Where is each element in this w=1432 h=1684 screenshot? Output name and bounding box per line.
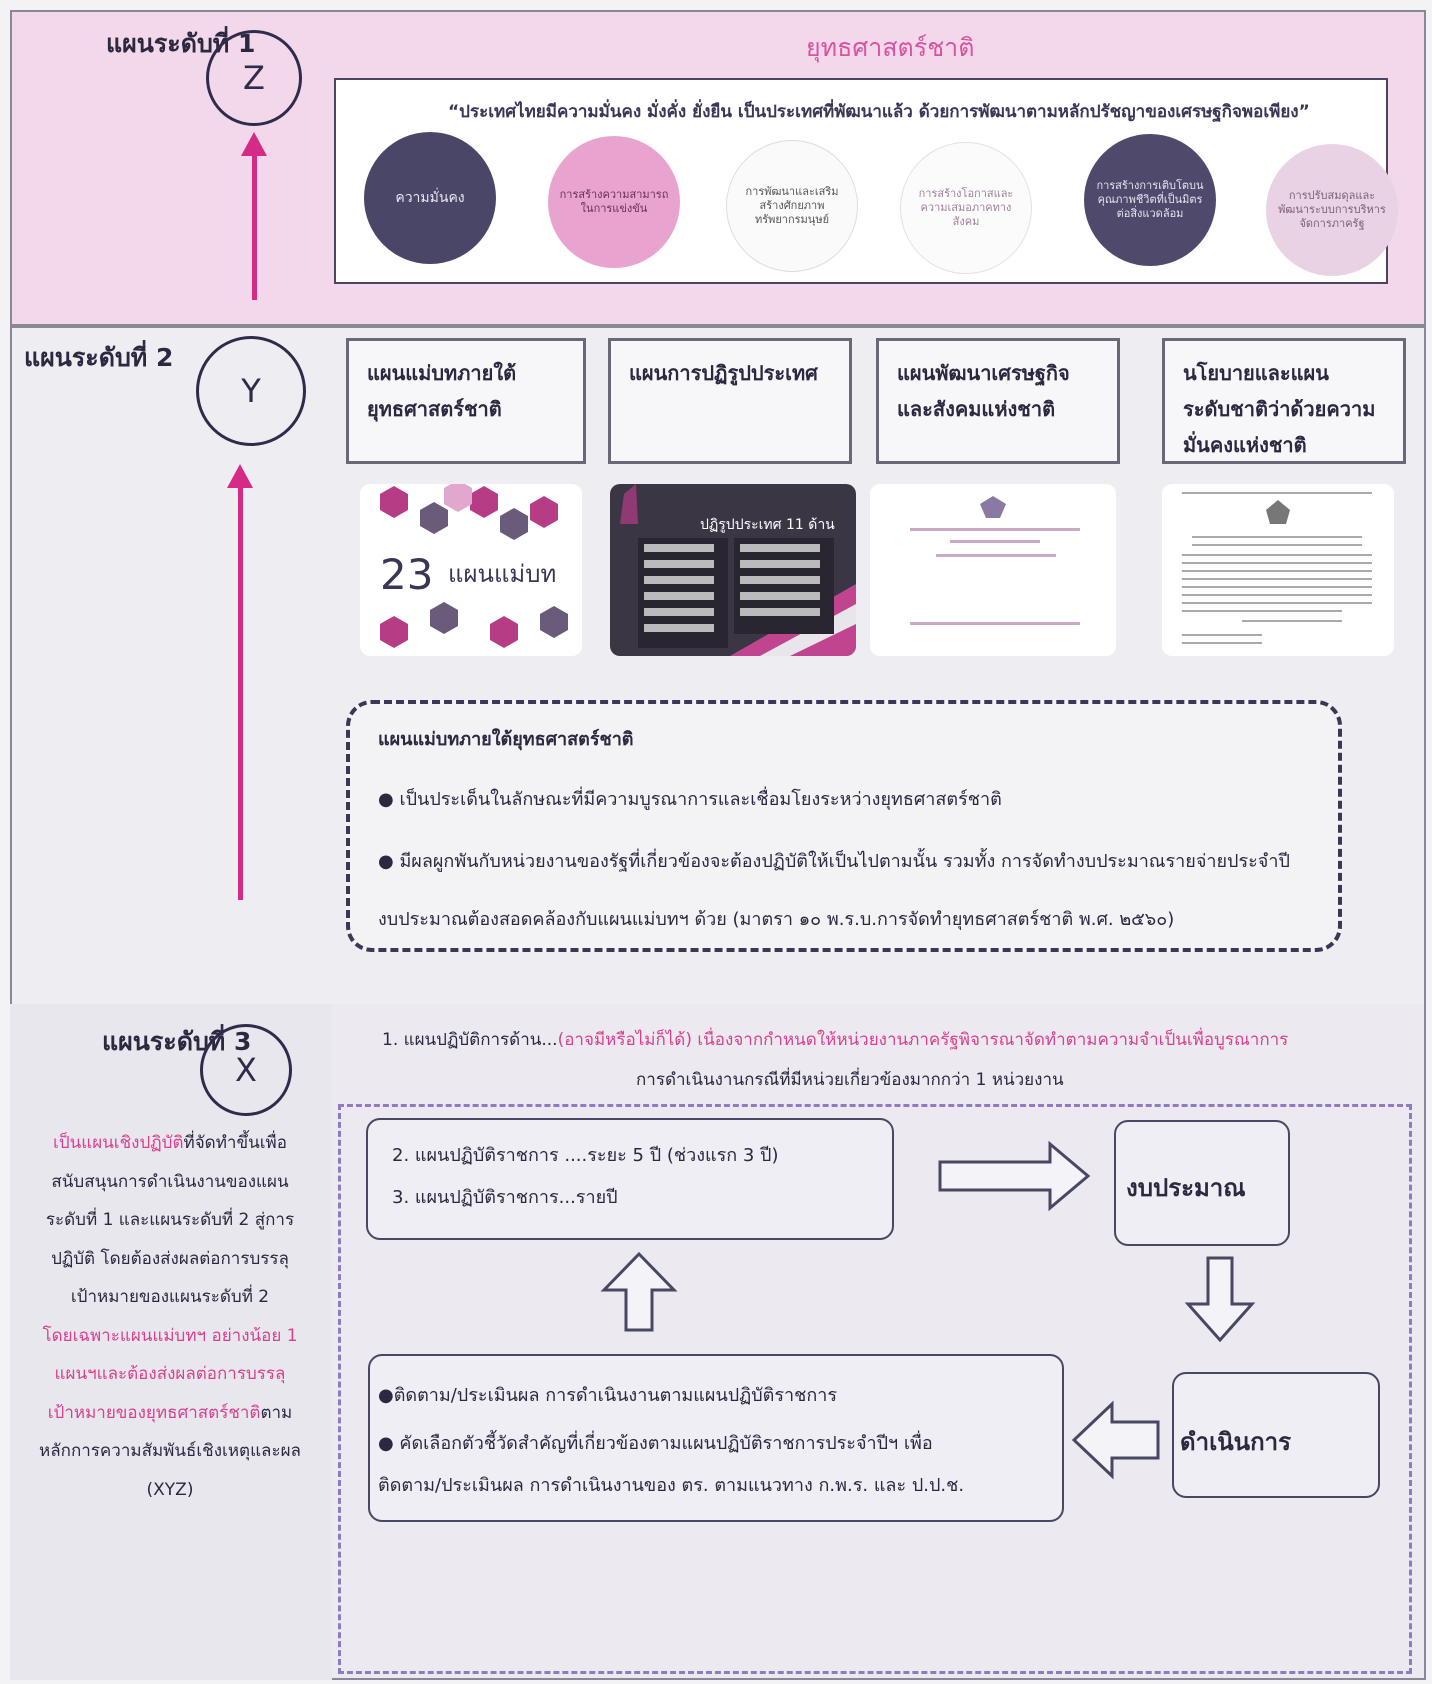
strategy-disc-2: การสร้างความสามารถในการแข่งขัน <box>548 136 680 268</box>
description-bullet-1: ● เป็นประเด็นในลักษณะที่มีความบูรณาการแล… <box>378 784 1002 813</box>
document-icon <box>910 496 1080 625</box>
note-1: 1. แผนปฏิบัติการด้าน...(อาจมีหรือไม่ก็ได… <box>382 1026 1288 1053</box>
level1-circle: Z <box>206 30 302 126</box>
desc-line-10: (XYZ) <box>146 1479 194 1500</box>
note-1-pink: (อาจมีหรือไม่ก็ได้) เนื่องจากกำหนดให้หน่… <box>557 1030 1289 1050</box>
budget-box <box>1114 1120 1290 1246</box>
desc-line-5: เป้าหมายของแผนระดับที่ 2 <box>70 1287 270 1307</box>
strategy-label-3: การพัฒนาและเสริมสร้างศักยภาพทรัพยากรมนุษ… <box>745 184 839 227</box>
desc-line-8-rest: ตาม <box>260 1402 293 1423</box>
plan-box-security-line2: ระดับชาติว่าด้วยความ <box>1183 397 1376 421</box>
plan-box-master: แผนแม่บทภายใต้ ยุทธศาสตร์ชาติ <box>346 338 586 464</box>
desc-line-9: หลักการความสัมพันธ์เชิงเหตุและผล <box>39 1441 301 1461</box>
strategy-label-2: การสร้างความสามารถในการแข่งขัน <box>559 187 669 215</box>
strategy-label-4: การสร้างโอกาสและความเสมอภาคทางสังคม <box>918 186 1014 229</box>
plan-box-economic-line1: แผนพัฒนาเศรษฐกิจ <box>897 361 1070 385</box>
strategy-disc-4: การสร้างโอกาสและความเสมอภาคทางสังคม <box>900 142 1032 274</box>
strategy-disc-3: การพัฒนาและเสริมสร้างศักยภาพทรัพยากรมนุษ… <box>726 140 858 272</box>
plan-box-security-line1: นโยบายและแผน <box>1183 361 1329 385</box>
plan-box-reform-line1: แผนการปฏิรูปประเทศ <box>629 361 818 385</box>
monitor-line-3: ติดตาม/ประเมินผล การดำเนินงานของ ตร. ตาม… <box>378 1475 965 1496</box>
bullet-icon: ● <box>378 789 400 810</box>
hexagon-pattern-icon <box>380 484 568 648</box>
vision-text: “ประเทศไทยมีความมั่นคง มั่งคั่ง ยั่งยืน … <box>448 102 1310 122</box>
monitor-line-2: ● คัดเลือกตัวชี้วัดสำคัญที่เกี่ยวข้องตาม… <box>378 1433 933 1454</box>
strategy-disc-6: การปรับสมดุลและพัฒนาระบบการบริหารจัดการภ… <box>1266 144 1398 276</box>
level3-left-panel <box>10 1004 332 1680</box>
level2-title: แผนระดับที่ 2 <box>24 343 174 372</box>
level3-circle: X <box>200 1024 292 1116</box>
thumb-security-doc <box>1162 484 1394 656</box>
desc-line-1-rest: ที่จัดทำขึ้นเพื่อ <box>183 1133 287 1153</box>
arrow-to-z-line <box>252 150 257 300</box>
plan-box-economic-line2: และสังคมแห่งชาติ <box>897 397 1056 421</box>
plan-3-text: 3. แผนปฏิบัติราชการ...รายปี <box>392 1187 618 1208</box>
thumb-reform: ปฏิรูปประเทศ 11 ด้าน <box>610 484 856 656</box>
plan-box-security-line3: มั่นคงแห่งชาติ <box>1183 433 1307 457</box>
desc-line-1-pink: เป็นแผนเชิงปฏิบัติ <box>53 1133 184 1153</box>
description-line-3: งบประมาณต้องสอดคล้องกับแผนแม่บทฯ ด้วย (ม… <box>378 909 1175 930</box>
thumb-master-plan: 23 แผนแม่บท <box>360 484 582 656</box>
plan-box-economic: แผนพัฒนาเศรษฐกิจ และสังคมแห่งชาติ <box>876 338 1120 464</box>
operate-box <box>1172 1372 1380 1498</box>
thumb1-label: แผนแม่บท <box>448 560 557 588</box>
plan-box-reform: แผนการปฏิรูปประเทศ <box>608 338 852 464</box>
strategy-disc-1: ความมั่นคง <box>364 132 496 264</box>
level3-description: เป็นแผนเชิงปฏิบัติที่จัดทำขึ้นเพื่อ สนับ… <box>18 1124 322 1509</box>
desc-line-2: สนับสนุนการดำเนินงานของแผน <box>51 1171 289 1192</box>
desc-line-6: โดยเฉพาะแผนแม่บทฯ อย่างน้อย 1 <box>42 1325 298 1346</box>
monitor-line-1: ●ติดตาม/ประเมินผล การดำเนินงานตามแผนปฏิบ… <box>378 1385 838 1406</box>
process-container <box>338 1104 1412 1674</box>
strategy-disc-5: การสร้างการเติบโตบนคุณภาพชีวิตที่เป็นมิต… <box>1084 134 1216 266</box>
announcement-document-icon <box>1182 492 1372 644</box>
note-1-black: 1. แผนปฏิบัติการด้าน... <box>382 1030 558 1050</box>
master-plan-description-box <box>346 700 1342 952</box>
arrow-down-icon <box>1184 1256 1256 1343</box>
monitor-box <box>368 1354 1064 1522</box>
plan-box-master-line1: แผนแม่บทภายใต้ <box>367 361 517 385</box>
operate-label: ดำเนินการ <box>1180 1428 1291 1456</box>
budget-label: งบประมาณ <box>1126 1174 1246 1202</box>
strategy-label-1: ความมั่นคง <box>395 189 465 206</box>
desc-line-7: แผนฯและต้องส่งผลต่อการบรรลุ <box>54 1364 286 1384</box>
strategy-label-5: การสร้างการเติบโตบนคุณภาพชีวิตที่เป็นมิต… <box>1096 178 1204 221</box>
desc-line-3: ระดับที่ 1 และแผนระดับที่ 2 สู่การ <box>45 1210 295 1230</box>
arrow-left-icon <box>1071 1400 1160 1480</box>
plan-2-text: 2. แผนปฏิบัติราชการ ....ระยะ 5 ปี (ช่วงแ… <box>392 1145 779 1166</box>
arrow-to-y-head <box>227 464 253 488</box>
desc-line-8: เป้าหมายของยุทธศาสตร์ชาติตาม <box>18 1394 322 1433</box>
arrow-right-icon <box>938 1140 1091 1212</box>
description-bullet-2: ● มีผลผูกพันกับหน่วยงานของรัฐที่เกี่ยวข้… <box>378 846 1290 875</box>
thumb-economic-doc <box>870 484 1116 656</box>
strategy-title: ยุทธศาสตร์ชาติ <box>806 33 975 62</box>
thumb1-number: 23 <box>380 550 434 599</box>
arrow-to-z-head <box>241 132 267 156</box>
thumb2-label: ปฏิรูปประเทศ 11 ด้าน <box>700 517 835 533</box>
desc-line-1: เป็นแผนเชิงปฏิบัติที่จัดทำขึ้นเพื่อ <box>18 1124 322 1163</box>
description-bullet-1-text: เป็นประเด็นในลักษณะที่มีความบูรณาการและเ… <box>399 789 1002 810</box>
description-title: แผนแม่บทภายใต้ยุทธศาสตร์ชาติ <box>378 729 634 750</box>
note-1-continued: การดำเนินงานกรณีที่มีหน่วยเกี่ยวข้องมากก… <box>636 1070 1064 1090</box>
arrow-to-y-line <box>238 486 243 900</box>
level2-circle: Y <box>196 336 306 446</box>
arrow-up-icon <box>600 1251 678 1332</box>
plan-box-security: นโยบายและแผน ระดับชาติว่าด้วยความ มั่นคง… <box>1162 338 1406 464</box>
desc-line-4: ปฏิบัติ โดยต้องส่งผลต่อการบรรลุ <box>51 1248 289 1269</box>
bullet-icon: ● <box>378 851 400 872</box>
strategy-label-6: การปรับสมดุลและพัฒนาระบบการบริหารจัดการภ… <box>1278 188 1386 231</box>
action-plan-box <box>366 1118 894 1240</box>
description-bullet-2-text: มีผลผูกพันกับหน่วยงานของรัฐที่เกี่ยวข้อง… <box>399 851 1290 872</box>
reform-graphic-icon <box>610 484 856 656</box>
plan-box-master-line2: ยุทธศาสตร์ชาติ <box>367 397 502 421</box>
desc-line-8-pink: เป้าหมายของยุทธศาสตร์ชาติ <box>47 1402 261 1423</box>
